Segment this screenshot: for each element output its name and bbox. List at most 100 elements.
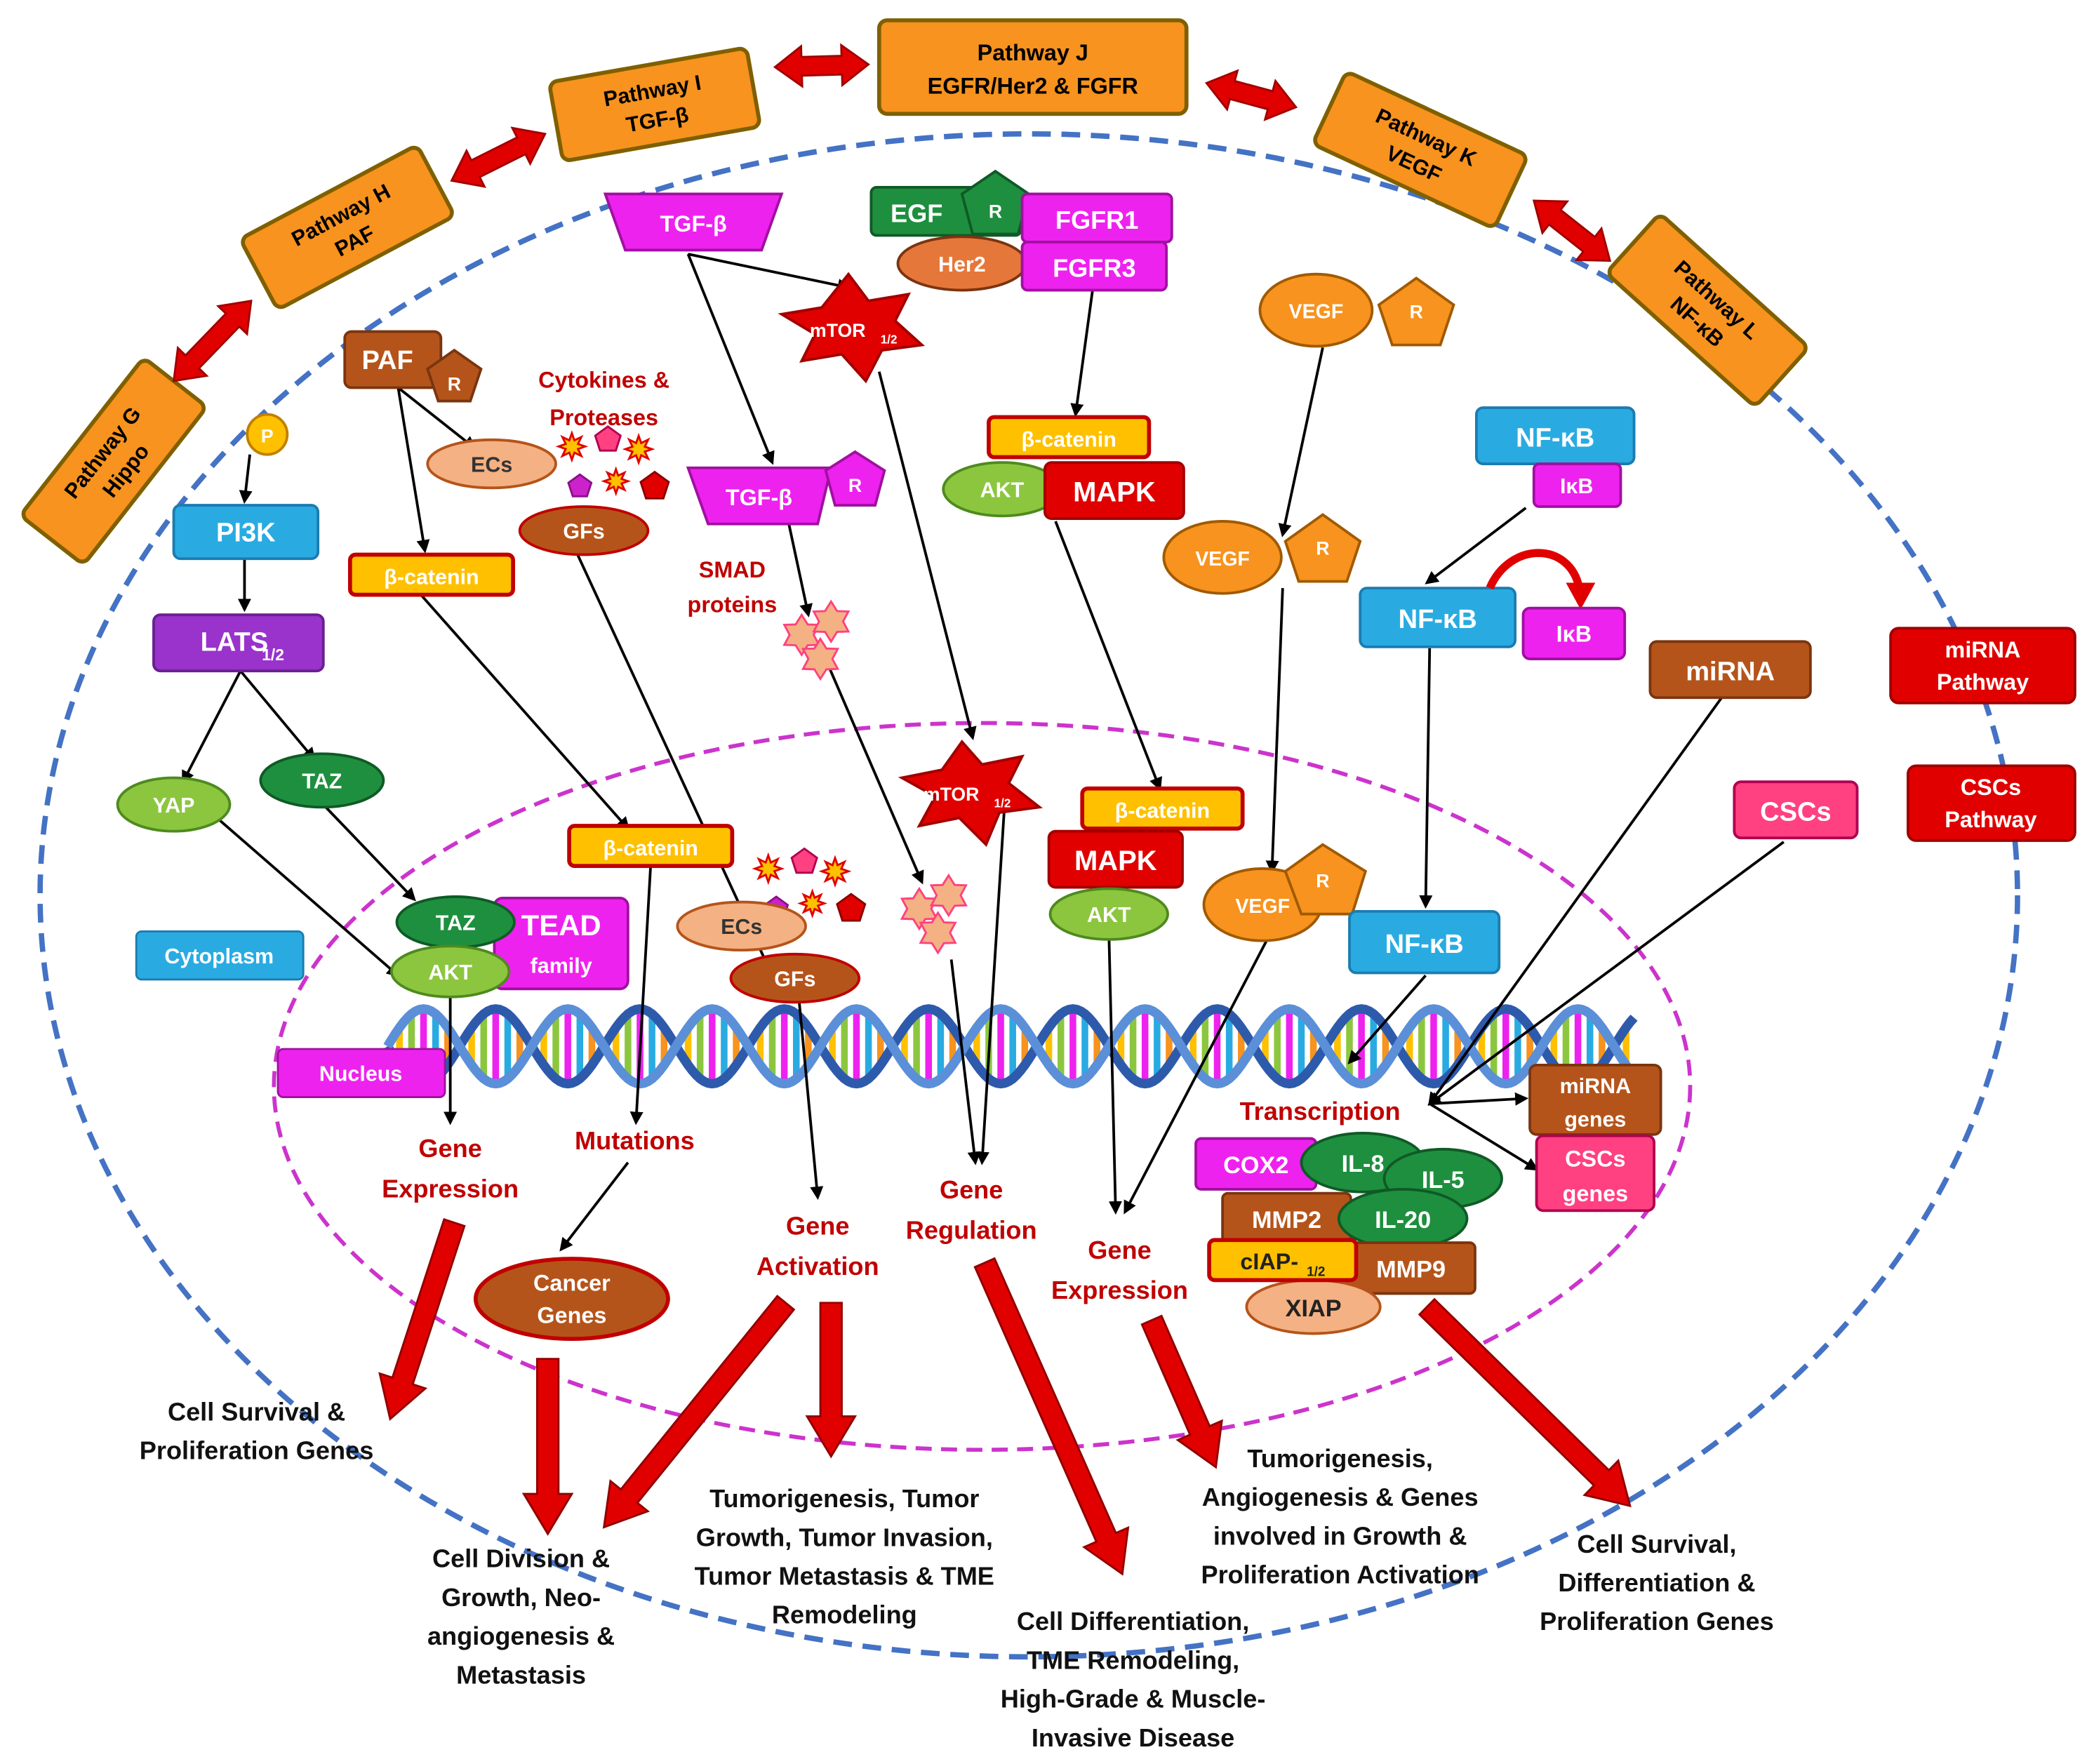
akt-node-egfr: AKT xyxy=(942,461,1062,518)
pathway-l-box[interactable]: Pathway L NF-κB xyxy=(1606,213,1809,407)
fgfr1-node: FGFR1 xyxy=(1020,192,1173,243)
mapk-node-egfr: MAPK xyxy=(1044,461,1185,521)
svg-text:ECs: ECs xyxy=(721,915,762,939)
pathway-h-box[interactable]: Pathway H PAF xyxy=(240,145,455,310)
svg-text:VEGF: VEGF xyxy=(1235,895,1290,918)
mapk-nuclear-node: MAPK xyxy=(1047,829,1184,889)
svg-text:FGFR3: FGFR3 xyxy=(1053,254,1136,283)
mirna-pathway-box[interactable]: miRNA Pathway xyxy=(1889,627,2076,704)
smad-proteins-cluster xyxy=(782,599,851,681)
cox2-node: COX2 xyxy=(1194,1137,1318,1191)
cancer-genes-node: Cancer Genes xyxy=(473,1257,670,1342)
svg-text:AKT: AKT xyxy=(980,479,1025,502)
outcome-text-o4: Invasive Disease xyxy=(1032,1723,1234,1752)
taz-nuclear-node: TAZ xyxy=(395,895,516,949)
svg-text:IL-20: IL-20 xyxy=(1375,1207,1431,1234)
svg-text:Gene: Gene xyxy=(1088,1236,1151,1264)
protease-pentagon xyxy=(790,847,818,874)
nucleus-membrane xyxy=(272,721,1693,1452)
svg-text:1/2: 1/2 xyxy=(994,796,1011,810)
mtor-nuclear-node: mTOR 1/2 xyxy=(898,740,1044,848)
outcome-arrow xyxy=(378,1217,466,1422)
taz-node: TAZ xyxy=(259,752,385,809)
ikb-release-arrowhead xyxy=(1566,582,1596,610)
svg-text:miRNA: miRNA xyxy=(1560,1074,1632,1098)
smad-protein xyxy=(929,873,968,918)
svg-text:ECs: ECs xyxy=(471,453,512,476)
svg-text:VEGF: VEGF xyxy=(1195,548,1250,570)
svg-text:EGF: EGF xyxy=(891,199,942,227)
svg-text:IκB: IκB xyxy=(1556,621,1592,646)
svg-text:SMAD: SMAD xyxy=(699,557,766,582)
svg-text:PI3K: PI3K xyxy=(216,518,276,547)
svg-text:proteins: proteins xyxy=(688,592,778,617)
svg-text:Cytokines &: Cytokines & xyxy=(538,368,669,393)
cscs-pathway-line1: CSCs xyxy=(1961,775,2021,800)
svg-text:COX2: COX2 xyxy=(1223,1152,1288,1179)
outcome-arrow xyxy=(521,1358,574,1536)
svg-text:MAPK: MAPK xyxy=(1073,476,1156,507)
outcome-arrow xyxy=(805,1302,858,1459)
ikb-node-2: IκB xyxy=(1521,606,1627,660)
smad-proteins-label: SMAD proteins xyxy=(688,557,778,617)
pathway-i-box[interactable]: Pathway I TGF-β xyxy=(548,46,761,162)
outcome-text-o6: Differentiation & xyxy=(1558,1568,1755,1597)
tead-family-node: TEAD family xyxy=(493,896,629,991)
svg-text:TEAD: TEAD xyxy=(521,909,601,942)
ikb-release-arrow xyxy=(1486,549,1584,590)
akt-nuclear-node-egfr: AKT xyxy=(1048,887,1169,941)
svg-text:β-catenin: β-catenin xyxy=(1115,799,1210,823)
outcome-text-o3: Tumor Metastasis & TME xyxy=(695,1561,994,1590)
svg-text:mTOR: mTOR xyxy=(810,320,865,341)
svg-text:GFs: GFs xyxy=(774,968,815,991)
outcome-text-o4: TME Remodeling, xyxy=(1027,1645,1239,1674)
signal-arrows xyxy=(182,253,1785,1252)
svg-text:β-catenin: β-catenin xyxy=(1021,427,1116,451)
outcome-text-o5: Angiogenesis & Genes xyxy=(1202,1483,1479,1511)
mirna-node: miRNA xyxy=(1648,640,1812,700)
svg-text:Nucleus: Nucleus xyxy=(319,1062,402,1086)
fgfr3-node: FGFR3 xyxy=(1020,241,1168,292)
svg-text:MMP9: MMP9 xyxy=(1376,1257,1446,1283)
double-arrow xyxy=(1204,69,1298,121)
cytoplasm-label: Cytoplasm xyxy=(135,930,305,981)
svg-text:genes: genes xyxy=(1563,1181,1629,1206)
outcome-text-o5: involved in Growth & xyxy=(1213,1521,1467,1550)
cytokine-star xyxy=(752,852,785,886)
ikb-node-1: IκB xyxy=(1532,462,1622,508)
svg-text:Gene: Gene xyxy=(940,1175,1003,1204)
tgf-beta-ligand: TGF-β xyxy=(603,192,784,252)
svg-text:cIAP-: cIAP- xyxy=(1240,1249,1298,1274)
mirna-genes-node: miRNA genes xyxy=(1528,1063,1662,1136)
gene-activation-label: Gene Activation xyxy=(756,1212,879,1281)
pathway-j-line1: Pathway J xyxy=(978,40,1088,65)
outcome-text-o1: Cell Survival & xyxy=(168,1397,345,1426)
cell-membrane xyxy=(37,131,2020,1660)
gene-regulation-label: Gene Regulation xyxy=(906,1175,1037,1244)
smad-protein xyxy=(801,636,840,681)
yap-node: YAP xyxy=(116,776,232,833)
svg-text:R: R xyxy=(1410,302,1423,323)
svg-text:R: R xyxy=(989,201,1002,222)
svg-text:NF-κB: NF-κB xyxy=(1385,930,1464,959)
svg-text:VEGF: VEGF xyxy=(1289,301,1344,323)
svg-text:TAZ: TAZ xyxy=(302,770,342,794)
svg-text:FGFR1: FGFR1 xyxy=(1055,206,1139,234)
protease-pentagon xyxy=(567,473,593,497)
pathway-k-box[interactable]: Pathway K VEGF xyxy=(1312,72,1528,229)
svg-text:family: family xyxy=(531,954,592,977)
outcome-text-o2: Cell Division & xyxy=(432,1544,610,1573)
beta-catenin-node-paf: β-catenin xyxy=(347,552,515,597)
double-arrow xyxy=(773,43,870,88)
pathway-j-box[interactable]: Pathway J EGFR/Her2 & FGFR xyxy=(876,18,1189,116)
svg-text:XIAP: XIAP xyxy=(1286,1295,1342,1322)
outcome-text-o2: Growth, Neo- xyxy=(441,1583,601,1612)
akt-nuclear-node: AKT xyxy=(389,944,511,998)
outcome-text-o3: Tumorigenesis, Tumor xyxy=(709,1484,979,1513)
xiap-node: XIAP xyxy=(1245,1278,1382,1335)
protease-pentagon xyxy=(594,425,622,452)
cscs-pathway-box[interactable]: CSCs Pathway xyxy=(1906,764,2076,842)
svg-text:CSCs: CSCs xyxy=(1565,1147,1625,1172)
svg-text:R: R xyxy=(848,475,862,496)
